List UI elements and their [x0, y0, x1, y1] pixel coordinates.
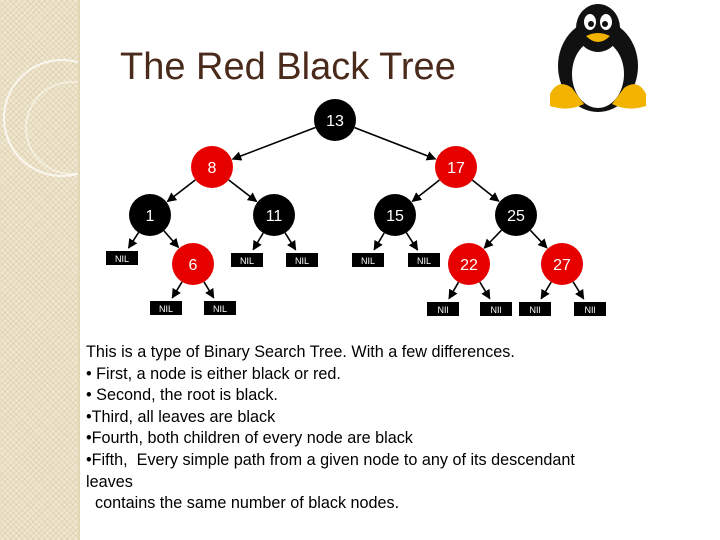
tree-edge [471, 179, 500, 202]
tree-edge [405, 232, 419, 251]
leaf-box [574, 302, 606, 316]
leaf-label: NIl [530, 305, 541, 315]
node-circle [314, 99, 356, 141]
tree-node-25: 25 [495, 194, 537, 236]
node-circle [448, 243, 490, 285]
leaf-label: NIL [361, 256, 375, 266]
leaf-label: NIl [585, 305, 596, 315]
tree-node-17: 17 [435, 146, 477, 188]
leaf-label: NIL [115, 254, 129, 264]
nil-leaf: NIL [231, 253, 263, 267]
node-circle [435, 146, 477, 188]
slide-title: The Red Black Tree [120, 46, 456, 88]
tree-node-6: 6 [172, 243, 214, 285]
leaf-label: NIL [240, 256, 254, 266]
tree-edge [448, 281, 460, 300]
leaf-box [480, 302, 512, 316]
description-line: leaves [86, 472, 133, 491]
nil-leaf: NIl [427, 302, 459, 316]
tree-edge [284, 232, 297, 251]
node-circle [495, 194, 537, 236]
tree-node-27: 27 [541, 243, 583, 285]
description-line: • First, a node is either black or red. [86, 364, 341, 383]
leaf-box [352, 253, 384, 267]
node-circle [374, 194, 416, 236]
leaf-label: NIL [213, 304, 227, 314]
node-circle [253, 194, 295, 236]
tree-edge [479, 281, 491, 300]
leaf-label: NIl [491, 305, 502, 315]
nil-leaf: NIL [352, 253, 384, 267]
node-label: 15 [386, 208, 404, 225]
node-circle [129, 194, 171, 236]
node-circle [191, 146, 233, 188]
tree-edge [252, 232, 264, 251]
node-circle [172, 243, 214, 285]
tree-edge [411, 179, 440, 203]
description-line: •Fifth, Every simple path from a given n… [86, 450, 575, 469]
description-line: • Second, the root is black. [86, 386, 278, 405]
nil-leaf: NIl [574, 302, 606, 316]
tree-edge [228, 179, 258, 203]
sidebar-swirl [3, 59, 78, 177]
tree-edge [166, 179, 196, 203]
leaf-label: NIL [417, 256, 431, 266]
node-label: 1 [146, 208, 155, 225]
node-label: 13 [326, 113, 344, 130]
node-circle [541, 243, 583, 285]
node-label: 17 [447, 160, 465, 177]
tree-edge [540, 281, 552, 300]
tree-edge [354, 126, 437, 161]
tree-edge [163, 230, 180, 249]
tree-edge [171, 281, 183, 299]
nil-leaf: NIL [106, 251, 138, 265]
leaf-box [408, 253, 440, 267]
leaf-box [519, 302, 551, 316]
tree-node-22: 22 [448, 243, 490, 285]
leaf-box [286, 253, 318, 267]
leaf-label: NIl [438, 305, 449, 315]
node-label: 27 [553, 257, 571, 274]
nil-leaf: NIL [150, 301, 182, 315]
description-text: This is a type of Binary Search Tree. Wi… [86, 342, 686, 515]
tree-edge [203, 281, 215, 299]
leaf-box [427, 302, 459, 316]
leaf-label: NIL [159, 304, 173, 314]
node-label: 25 [507, 208, 525, 225]
nil-leaf: NIL [204, 301, 236, 315]
description-line: •Fourth, both children of every node are… [86, 429, 413, 448]
tux-penguin-icon [550, 4, 646, 112]
leaf-box [204, 301, 236, 315]
sidebar-edge [78, 0, 80, 540]
tree-edge [529, 229, 548, 249]
leaf-box [231, 253, 263, 267]
node-label: 6 [189, 257, 198, 274]
description-line: •Third, all leaves are black [86, 407, 276, 426]
nil-leaf: NIl [480, 302, 512, 316]
tree-node-1: 1 [129, 194, 171, 236]
tree-edge [127, 232, 140, 249]
decorative-sidebar [0, 0, 78, 540]
description-line: contains the same number of black nodes. [86, 494, 400, 513]
tree-node-8: 8 [191, 146, 233, 188]
nil-leaf: NIl [519, 302, 551, 316]
leaf-label: NIL [295, 256, 309, 266]
leaf-box [106, 251, 138, 265]
tree-node-13: 13 [314, 99, 356, 141]
tree-edge [231, 126, 316, 161]
tree-node-15: 15 [374, 194, 416, 236]
tree-edge [483, 229, 503, 249]
leaf-box [150, 301, 182, 315]
node-label: 11 [266, 208, 283, 225]
tree-edge [373, 232, 385, 251]
tree-edge [572, 281, 585, 300]
description-line: This is a type of Binary Search Tree. Wi… [86, 343, 515, 361]
tree-node-11: 11 [253, 194, 295, 236]
nil-leaf: NIL [408, 253, 440, 267]
nil-leaf: NIL [286, 253, 318, 267]
node-label: 22 [460, 257, 478, 274]
node-label: 8 [208, 160, 217, 177]
